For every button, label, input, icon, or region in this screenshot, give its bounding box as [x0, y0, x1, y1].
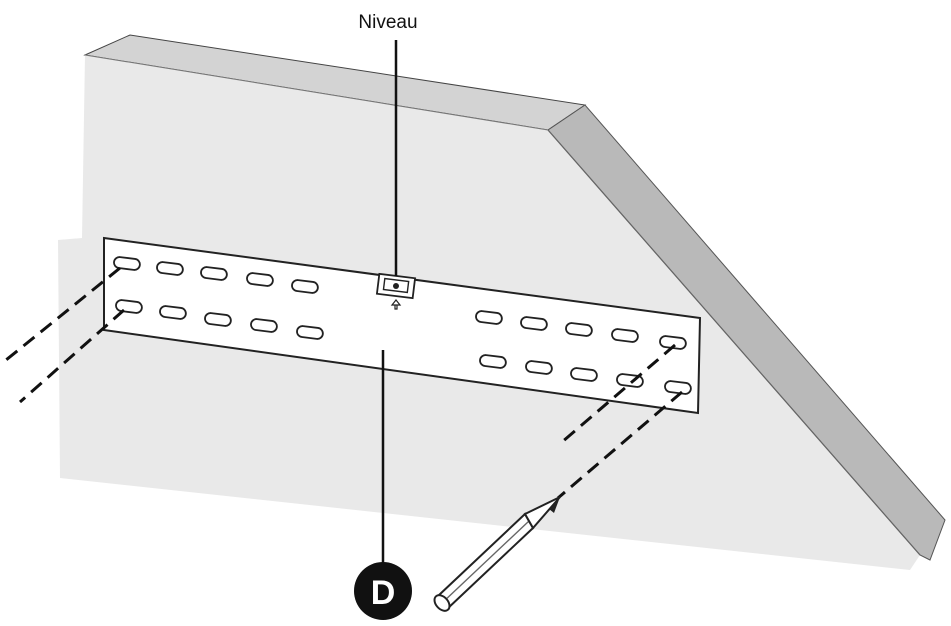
drill-guide-lines [5, 266, 683, 500]
guide-line [557, 390, 683, 500]
mounting-slot [479, 354, 507, 369]
left-slot-group [113, 256, 324, 340]
mounting-slot [159, 305, 187, 320]
level-label: Niveau [358, 12, 417, 33]
part-d-badge: D [354, 562, 412, 620]
mounting-slot [115, 299, 143, 314]
wall-top-line [84, 54, 549, 131]
mounting-slot [570, 367, 598, 382]
guide-line [5, 266, 121, 362]
mounting-slot [113, 256, 141, 271]
mounting-slot [611, 328, 639, 343]
mounting-plate [103, 236, 702, 415]
guide-line [561, 343, 676, 444]
mounting-slot [200, 266, 228, 281]
part-d-letter: D [371, 574, 396, 612]
bubble-level-icon [375, 272, 417, 310]
mounting-slot [520, 316, 548, 331]
mounting-slot [250, 318, 278, 333]
mounting-slot [296, 325, 324, 340]
mounting-slot [475, 310, 503, 325]
mounting-slot [664, 380, 692, 395]
wall-corner-line [547, 129, 921, 556]
mounting-slot [565, 322, 593, 337]
mounting-slot [291, 279, 319, 294]
mounting-slot [246, 272, 274, 287]
pencil-icon [433, 496, 561, 612]
guide-line [19, 308, 125, 404]
mounting-slot [204, 312, 232, 327]
mounting-slot [156, 261, 184, 276]
mounting-slot [525, 360, 553, 375]
